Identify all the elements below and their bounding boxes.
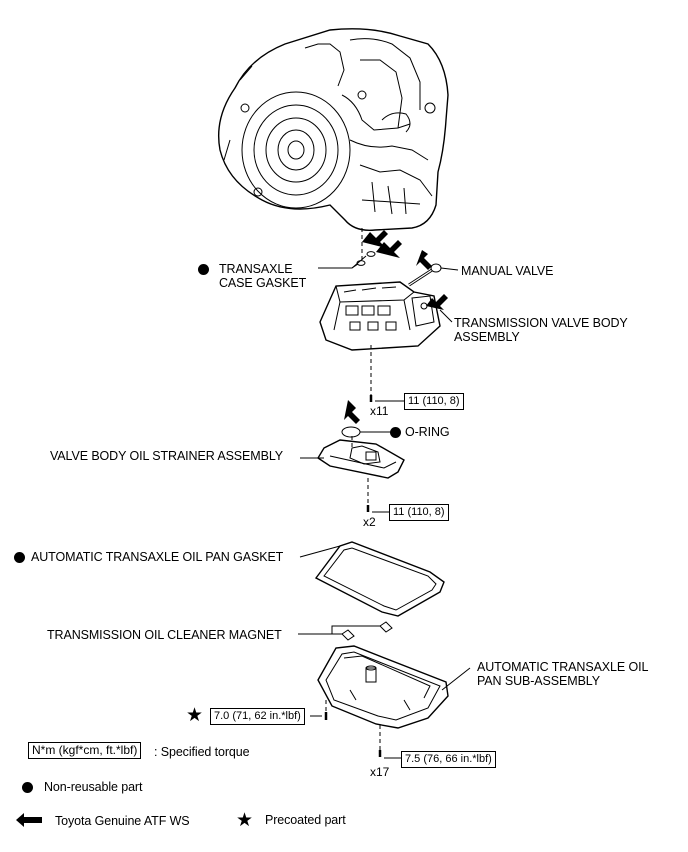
torque-pan-bolts: 7.5 (76, 66 in.*lbf): [401, 751, 496, 768]
atf-arrows: [344, 230, 448, 424]
atf-arrow-icon: [416, 250, 432, 270]
atf-arrow-icon: [376, 240, 402, 258]
legend-non-reusable: Non-reusable part: [44, 780, 143, 794]
qty-valve-body-bolts: x11: [370, 404, 389, 418]
label-oil-pan-sub-assembly: AUTOMATIC TRANSAXLE OIL PAN SUB-ASSEMBLY: [477, 660, 649, 688]
legend-atf: Toyota Genuine ATF WS: [55, 814, 190, 828]
torque-valve-body-bolts: 11 (110, 8): [404, 393, 464, 410]
non-reusable-dot-icon: [198, 264, 209, 275]
transaxle-housing: [217, 28, 449, 231]
oil-cleaner-magnet-parts: [298, 621, 393, 641]
label-valve-body-oil-strainer: VALVE BODY OIL STRAINER ASSEMBLY: [50, 449, 283, 463]
label-oil-cleaner-magnet: TRANSMISSION OIL CLEANER MAGNET: [47, 628, 282, 642]
legend-star-icon: ★: [236, 810, 254, 831]
legend-filled-circle-icon: [22, 782, 33, 793]
label-o-ring: O-RING: [405, 425, 450, 439]
label-manual-valve: MANUAL VALVE: [461, 264, 554, 278]
atf-arrow-icon: [362, 230, 388, 248]
torque-strainer-bolts: 11 (110, 8): [389, 504, 449, 521]
atf-arrow-icon: [344, 400, 360, 424]
transaxle-case-gasket-parts: [318, 251, 376, 269]
non-reusable-dot-icon: [14, 552, 25, 563]
label-transmission-valve-body: TRANSMISSION VALVE BODY ASSEMBLY: [454, 316, 628, 344]
valve-body-oil-strainer-part: [300, 439, 405, 513]
legend-left-arrow-icon: [16, 813, 42, 827]
manual-valve-part: [408, 263, 459, 287]
oil-pan-gasket-part: [299, 541, 445, 617]
label-transaxle-case-gasket: TRANSAXLE CASE GASKET: [219, 262, 307, 290]
non-reusable-dot-icon: [390, 427, 401, 438]
atf-arrow-icon: [426, 294, 448, 310]
transmission-valve-body-part: [319, 281, 453, 402]
legend-precoated: Precoated part: [265, 813, 346, 827]
legend-torque-box: N*m (kgf*cm, ft.*lbf): [28, 742, 142, 759]
label-oil-pan-gasket: AUTOMATIC TRANSAXLE OIL PAN GASKET: [31, 550, 284, 564]
precoated-star-icon: ★: [186, 705, 204, 726]
assembly-centerlines: [325, 228, 381, 750]
oil-pan-sub-assembly-part: [310, 645, 471, 759]
qty-pan-bolts: x17: [370, 765, 390, 779]
torque-pan-plug: 7.0 (71, 62 in.*lbf): [210, 708, 305, 725]
qty-strainer-bolts: x2: [363, 515, 376, 529]
o-ring-part: [341, 426, 390, 438]
legend-torque-desc: : Specified torque: [154, 745, 250, 759]
